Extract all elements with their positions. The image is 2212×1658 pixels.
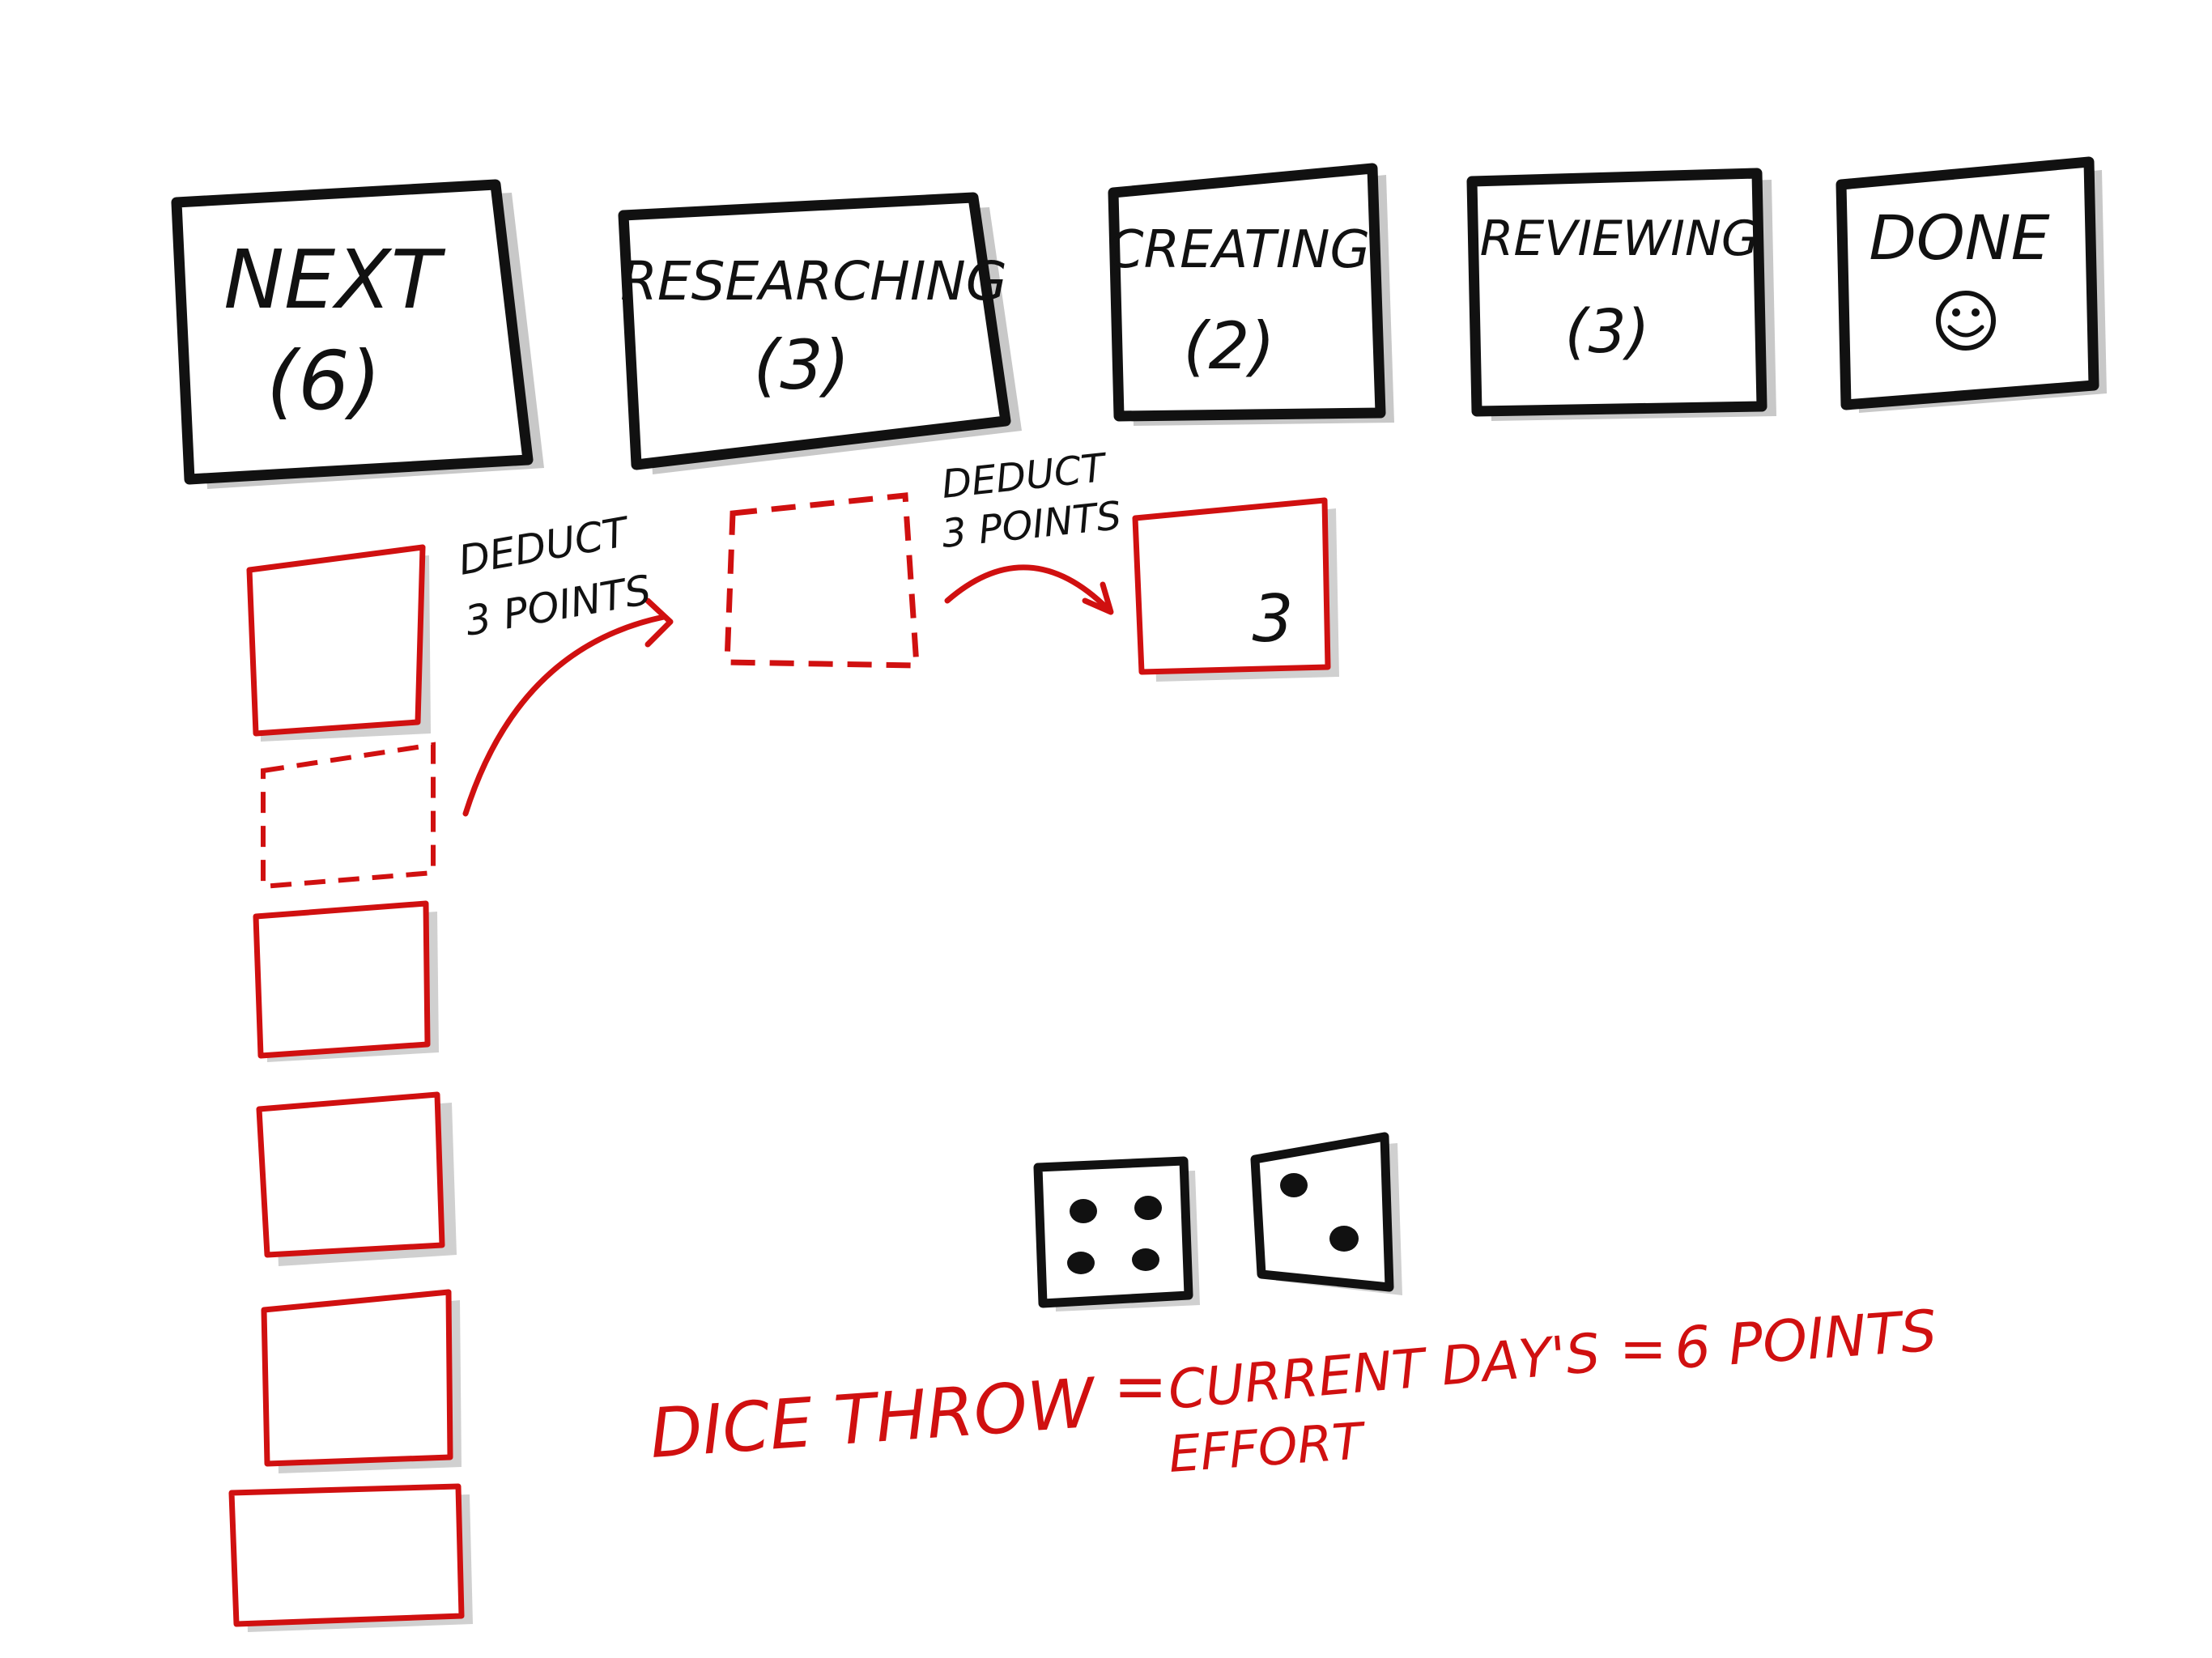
- researching-card-dashed: [724, 492, 920, 669]
- card: [256, 1091, 457, 1266]
- die-pips: [1280, 1173, 1359, 1252]
- next-cards: [228, 544, 473, 1632]
- column-reviewing-count: (3): [1565, 297, 1650, 367]
- die-pips: [1067, 1196, 1162, 1274]
- column-creating: CREATING (2): [1108, 163, 1394, 426]
- equation-left: DICE THROW: [648, 1363, 1100, 1473]
- creating-card-value: 3: [1253, 581, 1294, 657]
- equation-middle-line2: EFFORT: [1167, 1411, 1368, 1484]
- equation-equals-2: =: [1619, 1316, 1667, 1382]
- column-creating-box: [1108, 163, 1386, 422]
- arrow-researching-to-creating: [944, 564, 1114, 615]
- column-next-title: NEXT: [223, 232, 445, 327]
- column-done-box: [1836, 156, 2099, 410]
- die-four: [1033, 1156, 1200, 1312]
- column-done-title: DONE: [1869, 202, 2049, 274]
- die-two: [1250, 1132, 1402, 1295]
- equation-equals-1: =: [1113, 1349, 1168, 1424]
- dice-equation: DICE THROW = CURRENT DAY'S EFFORT = 6 PO…: [648, 1298, 1939, 1484]
- column-creating-title: CREATING: [1108, 220, 1370, 280]
- smiley-face-icon: [1936, 291, 1996, 351]
- column-reviewing: REVIEWING (3): [1466, 168, 1776, 421]
- card: [253, 900, 439, 1062]
- column-researching-title: RESEARCHING: [620, 250, 1007, 312]
- column-next: NEXT (6): [171, 179, 544, 489]
- arrow-label-2: DEDUCT 3 POINTS: [939, 445, 1123, 557]
- arrowhead: [644, 597, 674, 648]
- column-researching-box: [618, 192, 1011, 470]
- arrow-label-1: DEDUCT 3 POINTS: [455, 508, 654, 645]
- card: [246, 544, 431, 742]
- creating-card: 3: [1132, 497, 1339, 682]
- column-next-box: [171, 179, 534, 485]
- column-creating-count: (2): [1183, 308, 1274, 384]
- card: [228, 1483, 473, 1632]
- column-done: DONE: [1836, 156, 2107, 413]
- equation-middle-line1: CURRENT DAY'S: [1166, 1322, 1602, 1422]
- equation-right: 6 POINTS: [1672, 1298, 1938, 1382]
- column-next-count: (6): [266, 334, 381, 428]
- column-researching-count: (3): [754, 325, 850, 405]
- column-researching: RESEARCHING (3): [618, 192, 1022, 474]
- card-dashed: [261, 742, 436, 890]
- column-reviewing-box: [1466, 168, 1767, 417]
- column-reviewing-title: REVIEWING: [1480, 210, 1759, 267]
- card: [261, 1289, 462, 1473]
- arrowhead: [1082, 581, 1114, 615]
- arrow-next-to-researching: [462, 597, 674, 817]
